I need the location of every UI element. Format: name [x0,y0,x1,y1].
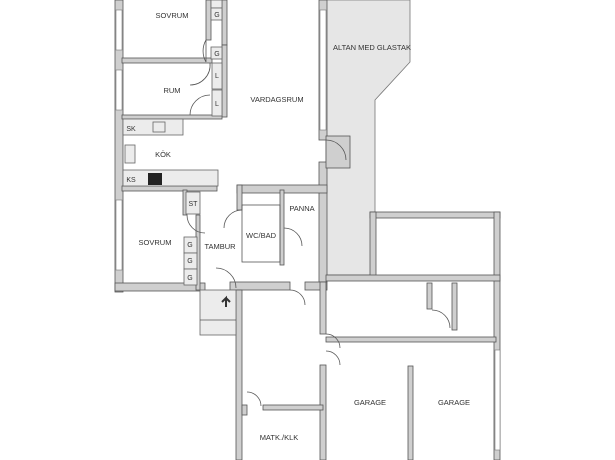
sink-label: SK [126,126,136,133]
room-label-terrace: ALTAN MED GLASTAK [333,43,411,52]
windows [115,9,501,451]
sink-side-icon [124,144,136,164]
room-label-room: RUM [163,86,180,95]
wardrobe-label: G [214,51,219,58]
fridge-label: KS [126,177,136,184]
room-label-kitchen: KÖK [155,150,171,159]
wardrobe-label: G [187,258,192,265]
room-label-boiler: PANNA [289,204,314,213]
entry-arrow-icon [221,295,231,307]
closets [183,0,223,286]
room-label-garage-left: GARAGE [354,398,386,407]
sink-icon [152,121,166,133]
door-arcs [186,39,451,407]
linen-label: L [215,101,219,108]
wardrobe-label: G [187,275,192,282]
room-label-bedroom-top: SOVRUM [156,11,189,20]
room-label-bathroom: WC/BAD [246,231,277,240]
room-label-storage: MATK./KLK [260,433,299,442]
linen-label: L [215,73,219,80]
room-label-living: VARDAGSRUM [250,95,303,104]
entrance-steps [199,289,237,336]
room-label-garage-right: GARAGE [438,398,470,407]
closet-st-label: ST [189,201,199,208]
room-label-bedroom-bottom: SOVRUM [139,238,172,247]
wardrobe-label: G [187,242,192,249]
wardrobe-label: G [214,12,219,19]
bathroom-outline [241,204,281,263]
kitchen-counter-bottom [122,169,219,187]
room-label-entrance: TAMBUR [204,242,236,251]
walls [114,0,501,460]
stove-icon [148,173,162,185]
